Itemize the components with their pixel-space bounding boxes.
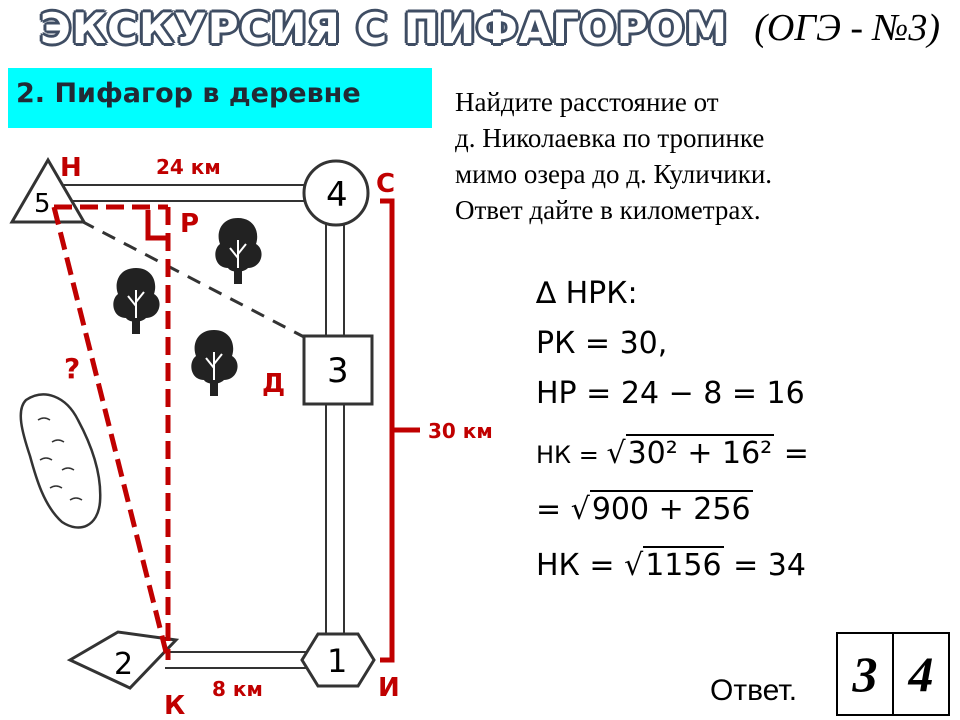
distance-bracket xyxy=(380,198,420,663)
distance-bottom-label: 8 км xyxy=(212,677,263,701)
solution-prefix: = xyxy=(536,492,571,527)
point-i-label: И xyxy=(378,673,400,703)
solution-prefix: НК = xyxy=(536,548,625,583)
tree-icon xyxy=(191,330,238,396)
task-line: Найдите расстояние от xyxy=(455,87,719,117)
task-line: мимо озера до д. Куличики. xyxy=(455,159,773,189)
radicand: 900 + 256 xyxy=(589,490,753,527)
task-text: Найдите расстояние от д. Николаевка по т… xyxy=(455,84,772,228)
house-3-label: 3 xyxy=(327,351,349,391)
house-2-rhombus xyxy=(66,630,180,690)
solution-line: РК = 30, xyxy=(536,326,668,361)
sqrt-sign: √ xyxy=(606,436,626,471)
solution-line: НК = √30² + 16² = xyxy=(536,434,809,471)
solution-line: ∆ НРК: xyxy=(536,276,638,311)
house-1-hexagon xyxy=(300,632,376,688)
house-4-label: 4 xyxy=(326,175,348,215)
solution-line: НК = √1156 = 34 xyxy=(536,546,806,583)
solution-suffix: = 34 xyxy=(723,548,806,583)
solution-line: НР = 24 − 8 = 16 xyxy=(536,376,805,411)
sqrt-sign: √ xyxy=(570,492,590,527)
task-line: д. Николаевка по тропинке xyxy=(455,123,765,153)
answer-digit: 3 xyxy=(838,634,894,714)
tree-icon xyxy=(113,268,160,334)
page-title: ЭКСКУРСИЯ С ПИФАГОРОМ xyxy=(40,4,729,53)
right-angle-marker xyxy=(145,210,166,241)
question-mark: ? xyxy=(64,352,80,385)
tree-icon xyxy=(215,218,262,284)
triangle-hpk xyxy=(51,204,171,661)
point-h-label: Н xyxy=(60,153,82,183)
point-d-label: Д xyxy=(262,369,285,399)
house-3-square xyxy=(302,334,374,406)
task-line: Ответ дайте в километрах. xyxy=(455,195,761,225)
house-4-circle xyxy=(302,159,370,227)
point-p-label: Р xyxy=(180,209,199,239)
solution-suffix: = xyxy=(774,436,809,471)
solution-line: = √900 + 256 xyxy=(536,490,753,527)
radicand: 1156 xyxy=(643,546,724,583)
house-5-label: 5 xyxy=(34,189,51,219)
distance-right-label: 30 км xyxy=(428,419,493,443)
road-top xyxy=(62,184,306,202)
section-banner: 2. Пифагор в деревне xyxy=(8,68,432,128)
sqrt-sign: √ xyxy=(624,548,644,583)
exam-label: (ОГЭ - №3) xyxy=(754,7,940,49)
house-1-label: 1 xyxy=(327,642,347,680)
section-title: 2. Пифагор в деревне xyxy=(16,78,361,109)
answer-label: Ответ. xyxy=(710,674,798,707)
house-2-label: 2 xyxy=(114,647,133,682)
road-right xyxy=(325,224,345,638)
answer-digit: 4 xyxy=(908,646,934,702)
lake xyxy=(19,393,102,529)
answer-box: 3 4 xyxy=(836,632,950,716)
distance-top-label: 24 км xyxy=(156,155,221,179)
radicand: 30² + 16² xyxy=(625,434,775,471)
point-c-label: С xyxy=(376,169,395,199)
lake-ripples xyxy=(37,417,83,501)
point-k-label: К xyxy=(164,691,185,720)
village-diagram: 5 4 3 2 1 Н С Р Д К xyxy=(9,153,493,720)
solution-prefix: НК = xyxy=(536,441,607,469)
road-bottom xyxy=(165,651,312,669)
